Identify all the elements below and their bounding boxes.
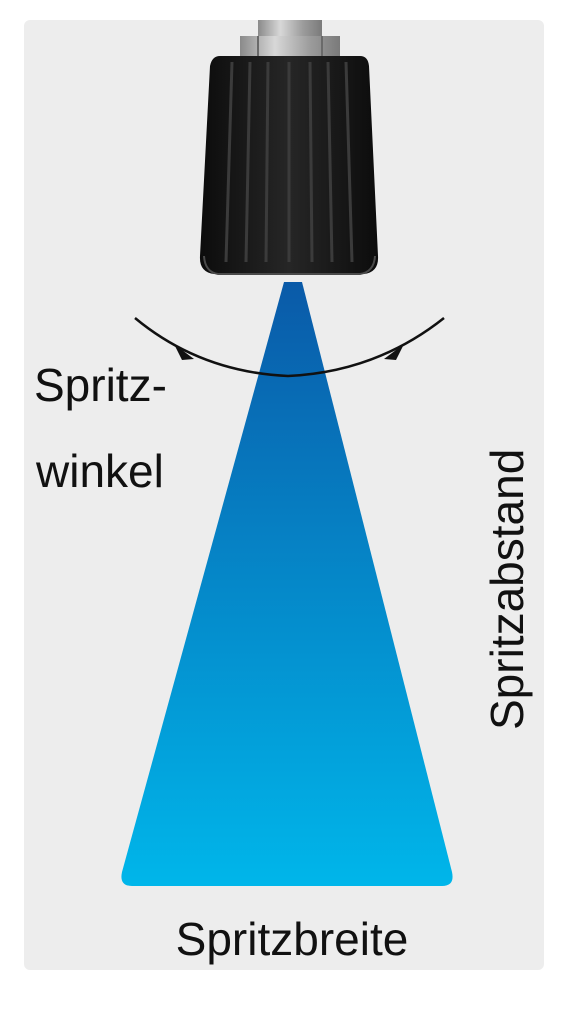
spray-angle-label-line1: Spritz-: [34, 359, 167, 411]
spray-distance-label: Spritzabstand: [481, 448, 533, 730]
spray-cone: [121, 282, 453, 886]
nozzle-body: [199, 56, 379, 275]
spray-angle-label-line2: winkel: [36, 445, 164, 497]
nozzle-fitting: [240, 20, 340, 56]
arrow-head-left-icon: [174, 344, 194, 360]
arrow-head-right-icon: [384, 344, 404, 360]
spray-angle-arc: [134, 317, 445, 378]
spray-width-label: Spritzbreite: [175, 913, 409, 965]
